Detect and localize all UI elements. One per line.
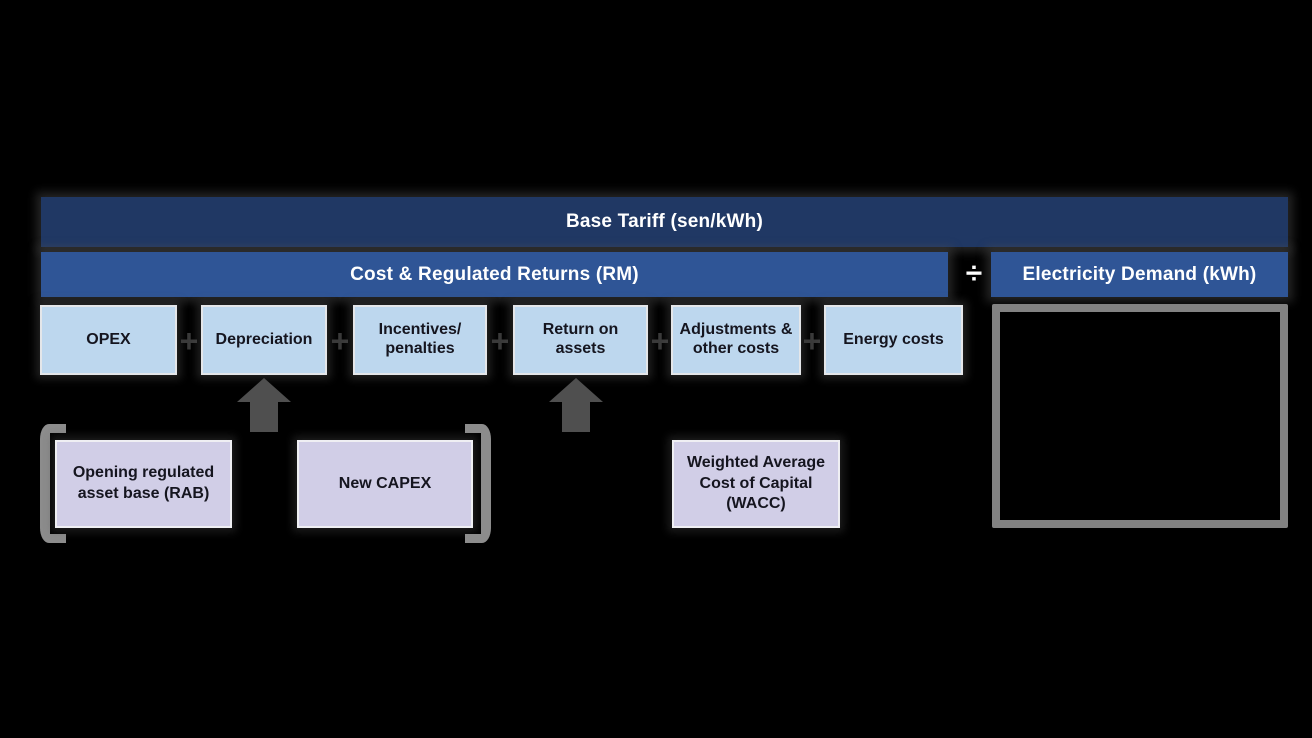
base-tariff-label: Base Tariff (sen/kWh) [565, 211, 764, 232]
cost-box-return-on-assets: Return on assets [513, 305, 648, 375]
cost-box-label: Return on assets [542, 321, 619, 357]
up-arrow-shaft [562, 402, 590, 432]
plus-operator: + [490, 322, 510, 359]
right-parenthesis-icon [465, 424, 491, 543]
cost-returns-label: Cost & Regulated Returns (RM) [350, 263, 639, 285]
plus-operator: + [330, 322, 350, 359]
driver-box-label: Weighted Average Cost of Capital (WACC) [686, 453, 826, 513]
cost-box-label: Adjustments & other costs [679, 321, 793, 357]
driver-box-label: New CAPEX [338, 474, 432, 492]
division-operator-icon: ÷ [965, 257, 983, 290]
demand-placeholder-box [992, 304, 1288, 528]
cost-box-incentives-penalties: Incentives/ penalties [353, 305, 487, 375]
cost-returns-bar: Cost & Regulated Returns (RM) [41, 252, 948, 297]
cost-box-label: OPEX [86, 330, 131, 348]
electricity-demand-bar: Electricity Demand (kWh) [991, 252, 1288, 297]
cost-box-energy-costs: Energy costs [824, 305, 963, 375]
cost-box-opex: OPEX [40, 305, 177, 375]
up-arrow-head [549, 378, 603, 402]
driver-box-wacc: Weighted Average Cost of Capital (WACC) [672, 440, 840, 528]
plus-operator: + [179, 322, 199, 359]
electricity-demand-label: Electricity Demand (kWh) [1022, 263, 1257, 285]
up-arrow-icon [237, 378, 291, 432]
cost-box-label: Energy costs [843, 330, 944, 348]
plus-operator: + [802, 322, 822, 359]
cost-box-adjustments-other-costs: Adjustments & other costs [671, 305, 801, 375]
base-tariff-bar: Base Tariff (sen/kWh) [41, 197, 1288, 247]
left-parenthesis-icon [40, 424, 66, 543]
up-arrow-head [237, 378, 291, 402]
up-arrow-shaft [250, 402, 278, 432]
cost-box-depreciation: Depreciation [201, 305, 327, 375]
driver-box-new-capex: New CAPEX [297, 440, 473, 528]
driver-box-opening-rab: Opening regulated asset base (RAB) [55, 440, 232, 528]
cost-box-label: Incentives/ penalties [378, 321, 462, 357]
plus-operator: + [650, 322, 670, 359]
cost-box-label: Depreciation [215, 330, 313, 348]
driver-box-label: Opening regulated asset base (RAB) [72, 464, 215, 502]
up-arrow-icon [549, 378, 603, 432]
